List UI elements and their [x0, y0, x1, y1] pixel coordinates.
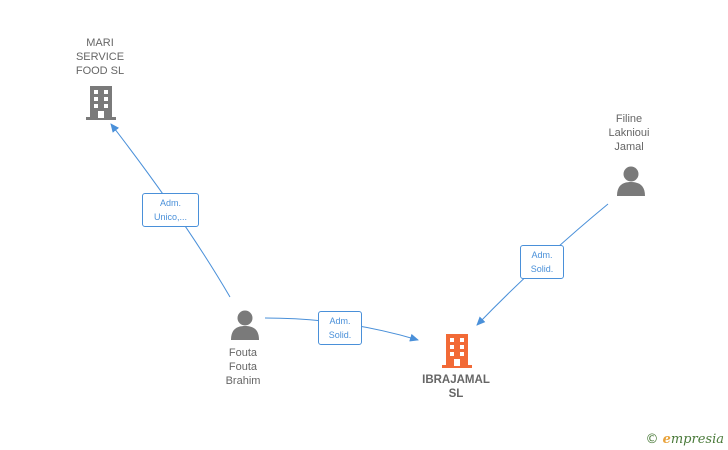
label-line: Filine	[615, 113, 643, 125]
brand-initial: e	[662, 432, 671, 447]
edge-label-adm-solid-filine[interactable]: Adm. Solid.	[520, 245, 564, 279]
label-line: IBRAJAMAL	[422, 374, 490, 386]
edge-label-line: Adm.	[159, 198, 181, 208]
node-label: IBRAJAMAL SL	[401, 373, 511, 401]
building-icon-main	[442, 334, 472, 368]
label-line: Fouta	[228, 347, 258, 359]
node-label: Fouta Fouta Brahim	[188, 346, 298, 388]
edge-label-adm-unico[interactable]: Adm. Unico,...	[142, 193, 199, 227]
label-line: MARI	[86, 37, 114, 49]
edge-label-line: Unico,...	[153, 212, 187, 222]
copyright-symbol: ©	[645, 432, 659, 447]
edge-label-adm-solid-fouta[interactable]: Adm. Solid.	[318, 311, 362, 345]
edge-label-line: Adm.	[531, 250, 553, 260]
label-line: Jamal	[614, 141, 644, 153]
label-line: SERVICE	[75, 51, 125, 63]
label-line: Laknioui	[608, 127, 650, 139]
label-line: FOOD SL	[75, 65, 125, 77]
label-line: SL	[448, 388, 464, 400]
empresia-watermark: © empresia	[645, 432, 724, 447]
edge-label-line: Solid.	[530, 264, 554, 274]
node-label: MARI SERVICE FOOD SL	[45, 36, 155, 78]
person-icon	[231, 310, 259, 340]
building-icon	[86, 86, 116, 120]
brand-name: mpresia	[670, 432, 724, 447]
person-icon	[617, 166, 645, 196]
edge-label-line: Adm.	[329, 316, 351, 326]
label-line: Brahim	[225, 375, 261, 387]
edge-label-line: Solid.	[328, 330, 352, 340]
label-line: Fouta	[228, 361, 258, 373]
node-label: Filine Laknioui Jamal	[574, 112, 684, 154]
